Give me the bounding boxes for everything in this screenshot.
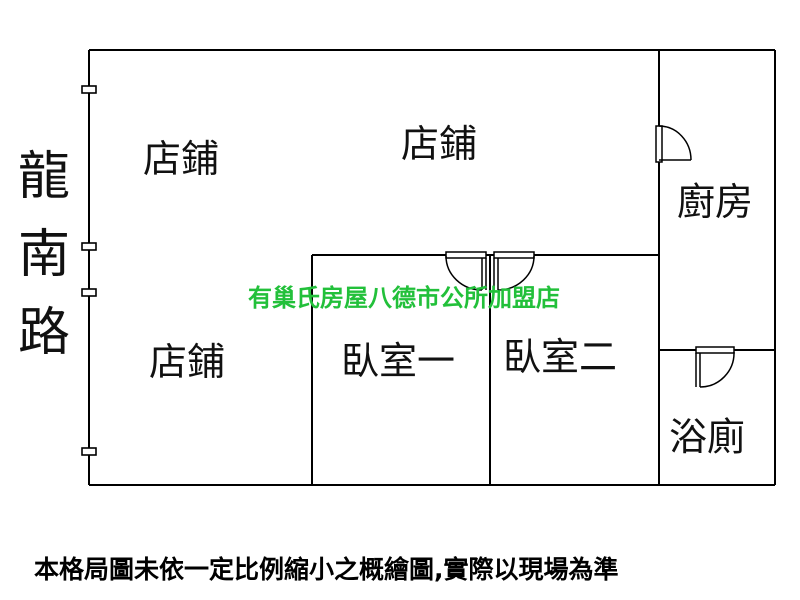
agency-watermark: 有巢氏房屋八德市公所加盟店 [248,284,560,312]
road-name-label: 龍南路 [17,147,70,363]
kitchen-door [655,125,692,163]
scale-disclaimer: 本格局圖未依一定比例縮小之概繪圖,實際以現場為準 [34,555,619,584]
storefront-marker [81,242,97,251]
bathroom-door [695,346,735,388]
room-label-shop-top-left: 店鋪 [143,137,220,181]
storefront-marker [81,447,97,456]
storefront-marker [81,288,97,297]
room-label-shop-bottom-left: 店鋪 [149,340,226,384]
bedroom-one-door [445,251,487,291]
room-label-bedroom-two: 臥室二 [503,335,618,379]
room-label-kitchen: 廚房 [677,180,754,224]
bedroom-two-door [493,251,535,291]
room-label-bathroom: 浴廁 [669,415,746,459]
room-label-shop-top-center: 店鋪 [401,122,478,166]
room-label-bedroom-one: 臥室一 [341,339,456,383]
storefront-marker [81,85,97,94]
